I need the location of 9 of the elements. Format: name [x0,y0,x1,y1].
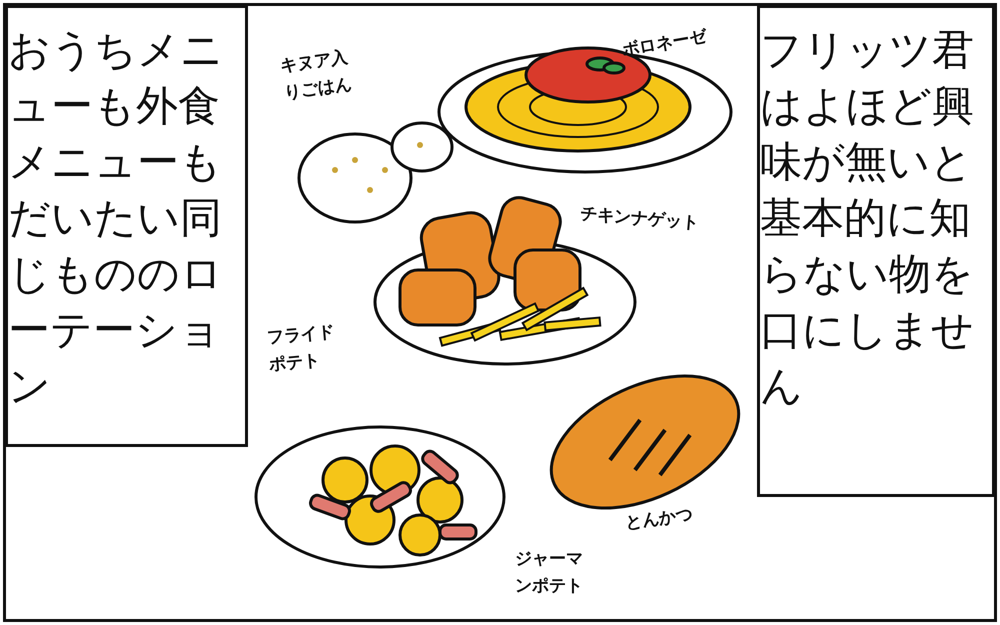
text-box [757,5,995,497]
food-label: フライドポテト [266,321,336,378]
food-label: キヌア入りごはん [278,46,354,106]
food-label: ジャーマンポテト [515,548,584,598]
narration-text: フリッツ君はよほど興味が無いと基本的に知らない物を口にしません [760,24,975,412]
text-box [5,5,248,447]
food-label: とんかつ [624,503,696,536]
narration-text: おうちメニューも外食メニューもだいたい同じもののローテーション [8,24,224,412]
food-label: チキンナゲット [579,202,701,236]
